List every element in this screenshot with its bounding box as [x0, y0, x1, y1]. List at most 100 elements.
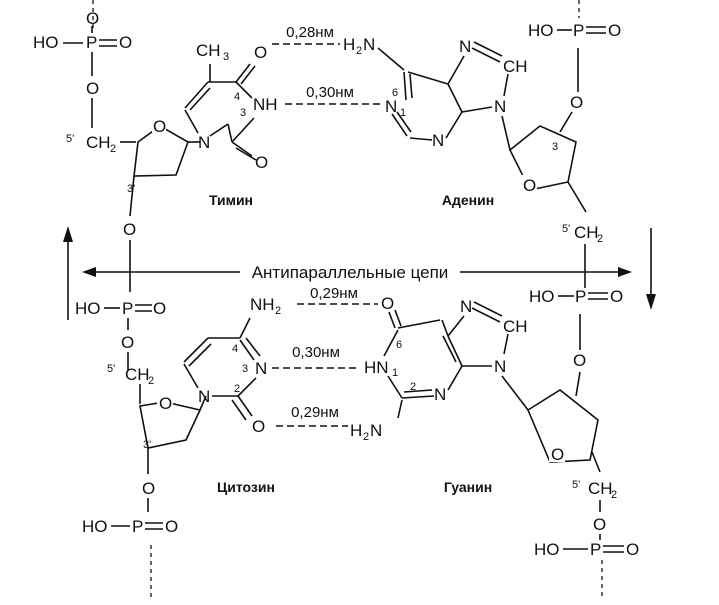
svg-text:2: 2 — [356, 45, 362, 57]
svg-text:O: O — [593, 515, 606, 534]
svg-text:N: N — [494, 357, 506, 376]
svg-text:O: O — [165, 517, 178, 536]
svg-text:5': 5' — [107, 363, 115, 375]
svg-text:1: 1 — [400, 107, 406, 119]
phosphate-top-right: HO P O — [528, 21, 621, 40]
svg-text:5': 5' — [572, 479, 580, 491]
up-direction-arrow — [63, 226, 73, 320]
svg-text:N: N — [255, 359, 267, 378]
svg-text:N: N — [494, 97, 506, 116]
svg-text:O: O — [551, 445, 564, 464]
svg-text:O: O — [254, 43, 267, 62]
phosphate-middle-left: HO P O O — [75, 240, 166, 370]
svg-text:CH: CH — [574, 223, 599, 242]
svg-text:N: N — [432, 131, 444, 150]
bond-length-cg-2: 0,30нм — [292, 344, 340, 361]
svg-text:H: H — [350, 421, 362, 440]
svg-text:CH: CH — [503, 57, 528, 76]
svg-text:2: 2 — [597, 233, 603, 245]
svg-text:CH: CH — [196, 41, 221, 60]
antiparallel-double-arrow — [82, 267, 632, 277]
svg-text:N: N — [385, 97, 397, 116]
guanine-label: Гуанин — [444, 479, 492, 495]
svg-text:5': 5' — [66, 133, 74, 145]
svg-text:N: N — [434, 385, 446, 404]
bond-length-cg-3: 0,29нм — [291, 404, 339, 421]
svg-text:NH: NH — [253, 95, 278, 114]
svg-text:O: O — [252, 417, 265, 436]
svg-text:H: H — [343, 35, 355, 54]
svg-text:O: O — [153, 299, 166, 318]
svg-text:HO: HO — [33, 33, 59, 52]
cytosine-base: N NH 2 4 3 N 2 O — [183, 295, 281, 436]
svg-text:CH: CH — [86, 133, 111, 152]
guanine-base: O 6 HN 1 2 N H 2 N N CH N — [350, 294, 528, 443]
deoxyribose-adenine: O 3 O 5' CH 2 — [501, 48, 603, 288]
phosphate-bottom-right: HO P O — [534, 540, 639, 559]
phosphate-top-left: HO P O O O — [33, 9, 132, 128]
svg-text:O: O — [573, 351, 586, 370]
svg-text:O: O — [608, 21, 621, 40]
svg-text:O: O — [86, 79, 99, 98]
adenine-label: Аденин — [442, 192, 494, 208]
svg-text:O: O — [570, 93, 583, 112]
svg-text:2: 2 — [611, 489, 617, 501]
svg-text:O: O — [255, 153, 268, 172]
svg-text:N: N — [363, 35, 375, 54]
svg-text:2: 2 — [275, 305, 281, 317]
svg-text:2: 2 — [363, 431, 369, 443]
svg-text:P: P — [575, 287, 586, 306]
antiparallel-label: Антипараллельные цепи — [252, 263, 449, 282]
svg-text:N: N — [198, 133, 210, 152]
svg-text:1: 1 — [392, 367, 398, 379]
svg-text:O: O — [159, 394, 172, 413]
svg-text:O: O — [381, 294, 394, 313]
svg-text:CH: CH — [125, 365, 150, 384]
svg-text:3': 3' — [143, 439, 151, 451]
thymine-label: Тимин — [209, 192, 253, 208]
phosphate-bottom-left: HO P O — [82, 517, 178, 536]
svg-text:3: 3 — [223, 51, 229, 63]
svg-text:O: O — [123, 220, 136, 239]
svg-text:HO: HO — [82, 517, 108, 536]
svg-text:HO: HO — [529, 287, 555, 306]
cytosine-label: Цитозин — [217, 479, 275, 495]
svg-text:3: 3 — [552, 141, 558, 153]
svg-text:O: O — [121, 333, 134, 352]
svg-text:P: P — [590, 540, 601, 559]
svg-text:O: O — [610, 287, 623, 306]
svg-text:O: O — [119, 33, 132, 52]
svg-text:6: 6 — [396, 339, 402, 351]
svg-text:NH: NH — [250, 295, 275, 314]
adenine-base: H 2 N 6 N 1 N N CH N — [343, 35, 528, 150]
bond-length-cg-1: 0,29нм — [310, 285, 358, 302]
svg-text:2: 2 — [110, 143, 116, 155]
svg-text:HO: HO — [534, 540, 560, 559]
phosphate-middle-right: HO P O — [529, 287, 623, 306]
svg-text:N: N — [459, 37, 471, 56]
svg-text:O: O — [626, 540, 639, 559]
svg-text:P: P — [86, 33, 97, 52]
svg-text:2: 2 — [410, 381, 416, 393]
svg-text:P: P — [573, 21, 584, 40]
deoxyribose-thymine: 5' CH 2 O O 3' O — [66, 116, 200, 239]
svg-text:N: N — [370, 421, 382, 440]
svg-text:3': 3' — [127, 183, 135, 195]
svg-text:O: O — [86, 9, 99, 28]
bond-length-ta-2: 0,30нм — [306, 84, 354, 101]
down-direction-arrow — [646, 228, 656, 310]
svg-text:5': 5' — [562, 223, 570, 235]
svg-text:HO: HO — [528, 21, 554, 40]
deoxyribose-cytosine: 5' CH 2 O 3' O — [107, 363, 207, 512]
svg-text:N: N — [198, 387, 210, 406]
svg-text:2: 2 — [234, 383, 240, 395]
deoxyribose-guanine: O O 5' CH 2 O — [501, 314, 617, 540]
svg-text:3: 3 — [240, 107, 246, 119]
svg-text:O: O — [142, 479, 155, 498]
svg-text:O: O — [523, 176, 536, 195]
svg-text:HN: HN — [364, 358, 389, 377]
svg-text:N: N — [460, 297, 472, 316]
svg-text:3: 3 — [242, 363, 248, 375]
